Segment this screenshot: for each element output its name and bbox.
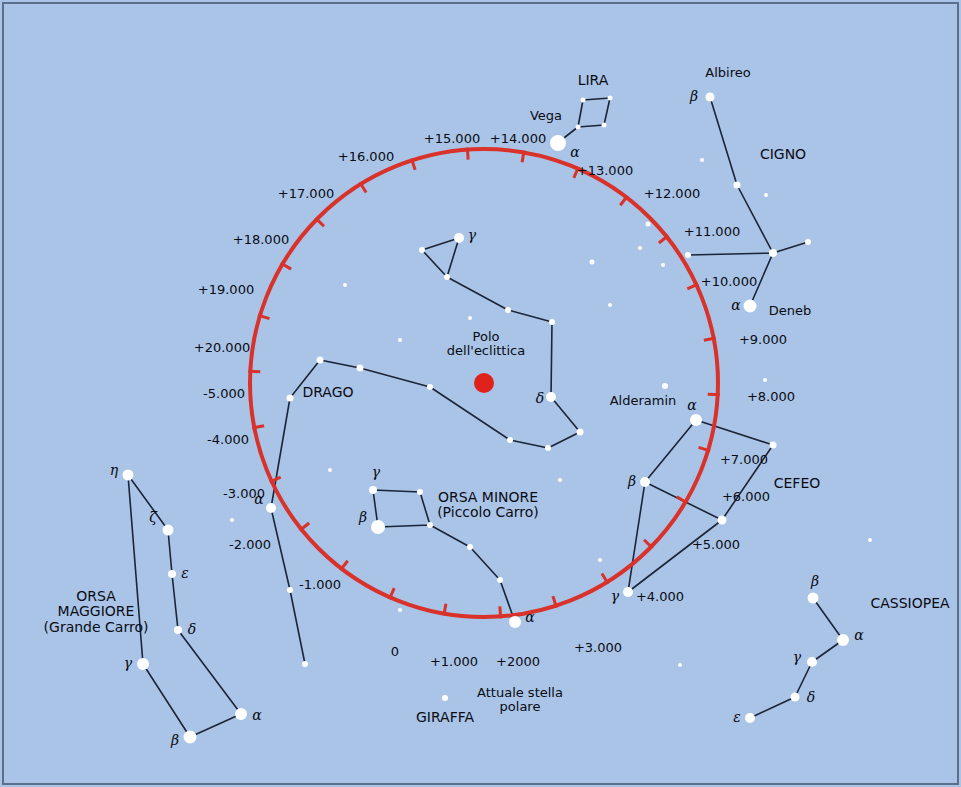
epoch-year: 0 xyxy=(391,645,399,659)
greek-letter: α xyxy=(687,398,696,413)
greek-letter: δ xyxy=(188,622,196,637)
greek-letter: ε xyxy=(733,710,741,725)
epoch-year: +19.000 xyxy=(198,283,254,297)
pole-star-label: Attuale stella polare xyxy=(475,686,565,715)
epoch-year: +18.000 xyxy=(233,233,289,247)
epoch-year: -5.000 xyxy=(203,387,245,401)
star-name: Alderamin xyxy=(610,394,677,408)
greek-letter: α xyxy=(252,708,261,723)
epoch-year: +12.000 xyxy=(644,187,700,201)
greek-letter: δ xyxy=(807,690,815,705)
greek-letter: α xyxy=(570,145,579,160)
epoch-year: +16.000 xyxy=(338,150,394,164)
greek-letter: α xyxy=(731,298,740,313)
epoch-year: -4.000 xyxy=(207,433,249,447)
greek-letter: γ xyxy=(468,228,476,243)
epoch-year: +9.000 xyxy=(739,333,787,347)
greek-letter: β xyxy=(171,733,179,748)
constellation-name: ORSA MINORE (Piccolo Carro) xyxy=(431,490,546,521)
epoch-year: +17.000 xyxy=(278,187,334,201)
greek-letter: γ xyxy=(124,656,132,671)
greek-letter: α xyxy=(854,628,863,643)
pole-label: Polo dell'eclittica xyxy=(436,330,536,359)
epoch-year: +10.000 xyxy=(701,275,757,289)
epoch-year: +13.000 xyxy=(577,164,633,178)
epoch-year: +20.000 xyxy=(194,341,250,355)
epoch-year: +14.000 xyxy=(490,132,546,146)
greek-letter: γ xyxy=(611,589,619,604)
greek-letter: β xyxy=(690,89,698,104)
epoch-year: +15.000 xyxy=(424,132,480,146)
constellation-name: LIRA xyxy=(578,73,609,88)
constellation-name: CIGNO xyxy=(760,147,806,162)
constellation-name: CASSIOPEA xyxy=(870,596,949,611)
epoch-year: +8.000 xyxy=(747,390,795,404)
epoch-year: -1.000 xyxy=(299,578,341,592)
star-name: Deneb xyxy=(769,304,812,318)
constellation-name: DRAGO xyxy=(302,385,353,400)
star-name: Albireo xyxy=(705,66,750,80)
greek-letter: α xyxy=(254,492,263,507)
greek-letter: β xyxy=(811,574,819,589)
epoch-year: +11.000 xyxy=(684,225,740,239)
epoch-year: +1.000 xyxy=(430,655,478,669)
greek-letter: α xyxy=(525,610,534,625)
constellation-name: CEFEO xyxy=(774,476,821,491)
epoch-year: +6.000 xyxy=(722,490,770,504)
epoch-year: +7.000 xyxy=(720,453,768,467)
greek-letter: β xyxy=(359,510,367,525)
greek-letter: ζ xyxy=(149,510,157,525)
epoch-year: +2000 xyxy=(496,655,540,669)
greek-letter: γ xyxy=(793,650,801,665)
greek-letter: η xyxy=(110,463,118,478)
epoch-year: -2.000 xyxy=(229,538,271,552)
epoch-year: +5.000 xyxy=(692,538,740,552)
greek-letter: δ xyxy=(536,391,544,406)
greek-letter: γ xyxy=(372,465,380,480)
constellation-name: ORSA MAGGIORE (Grande Carro) xyxy=(40,589,152,635)
epoch-year: +4.000 xyxy=(636,590,684,604)
epoch-year: +3.000 xyxy=(574,641,622,655)
greek-letter: β xyxy=(628,474,636,489)
star-name: Vega xyxy=(530,109,562,123)
constellation-name: GIRAFFA xyxy=(416,710,474,725)
greek-letter: ε xyxy=(181,566,189,581)
